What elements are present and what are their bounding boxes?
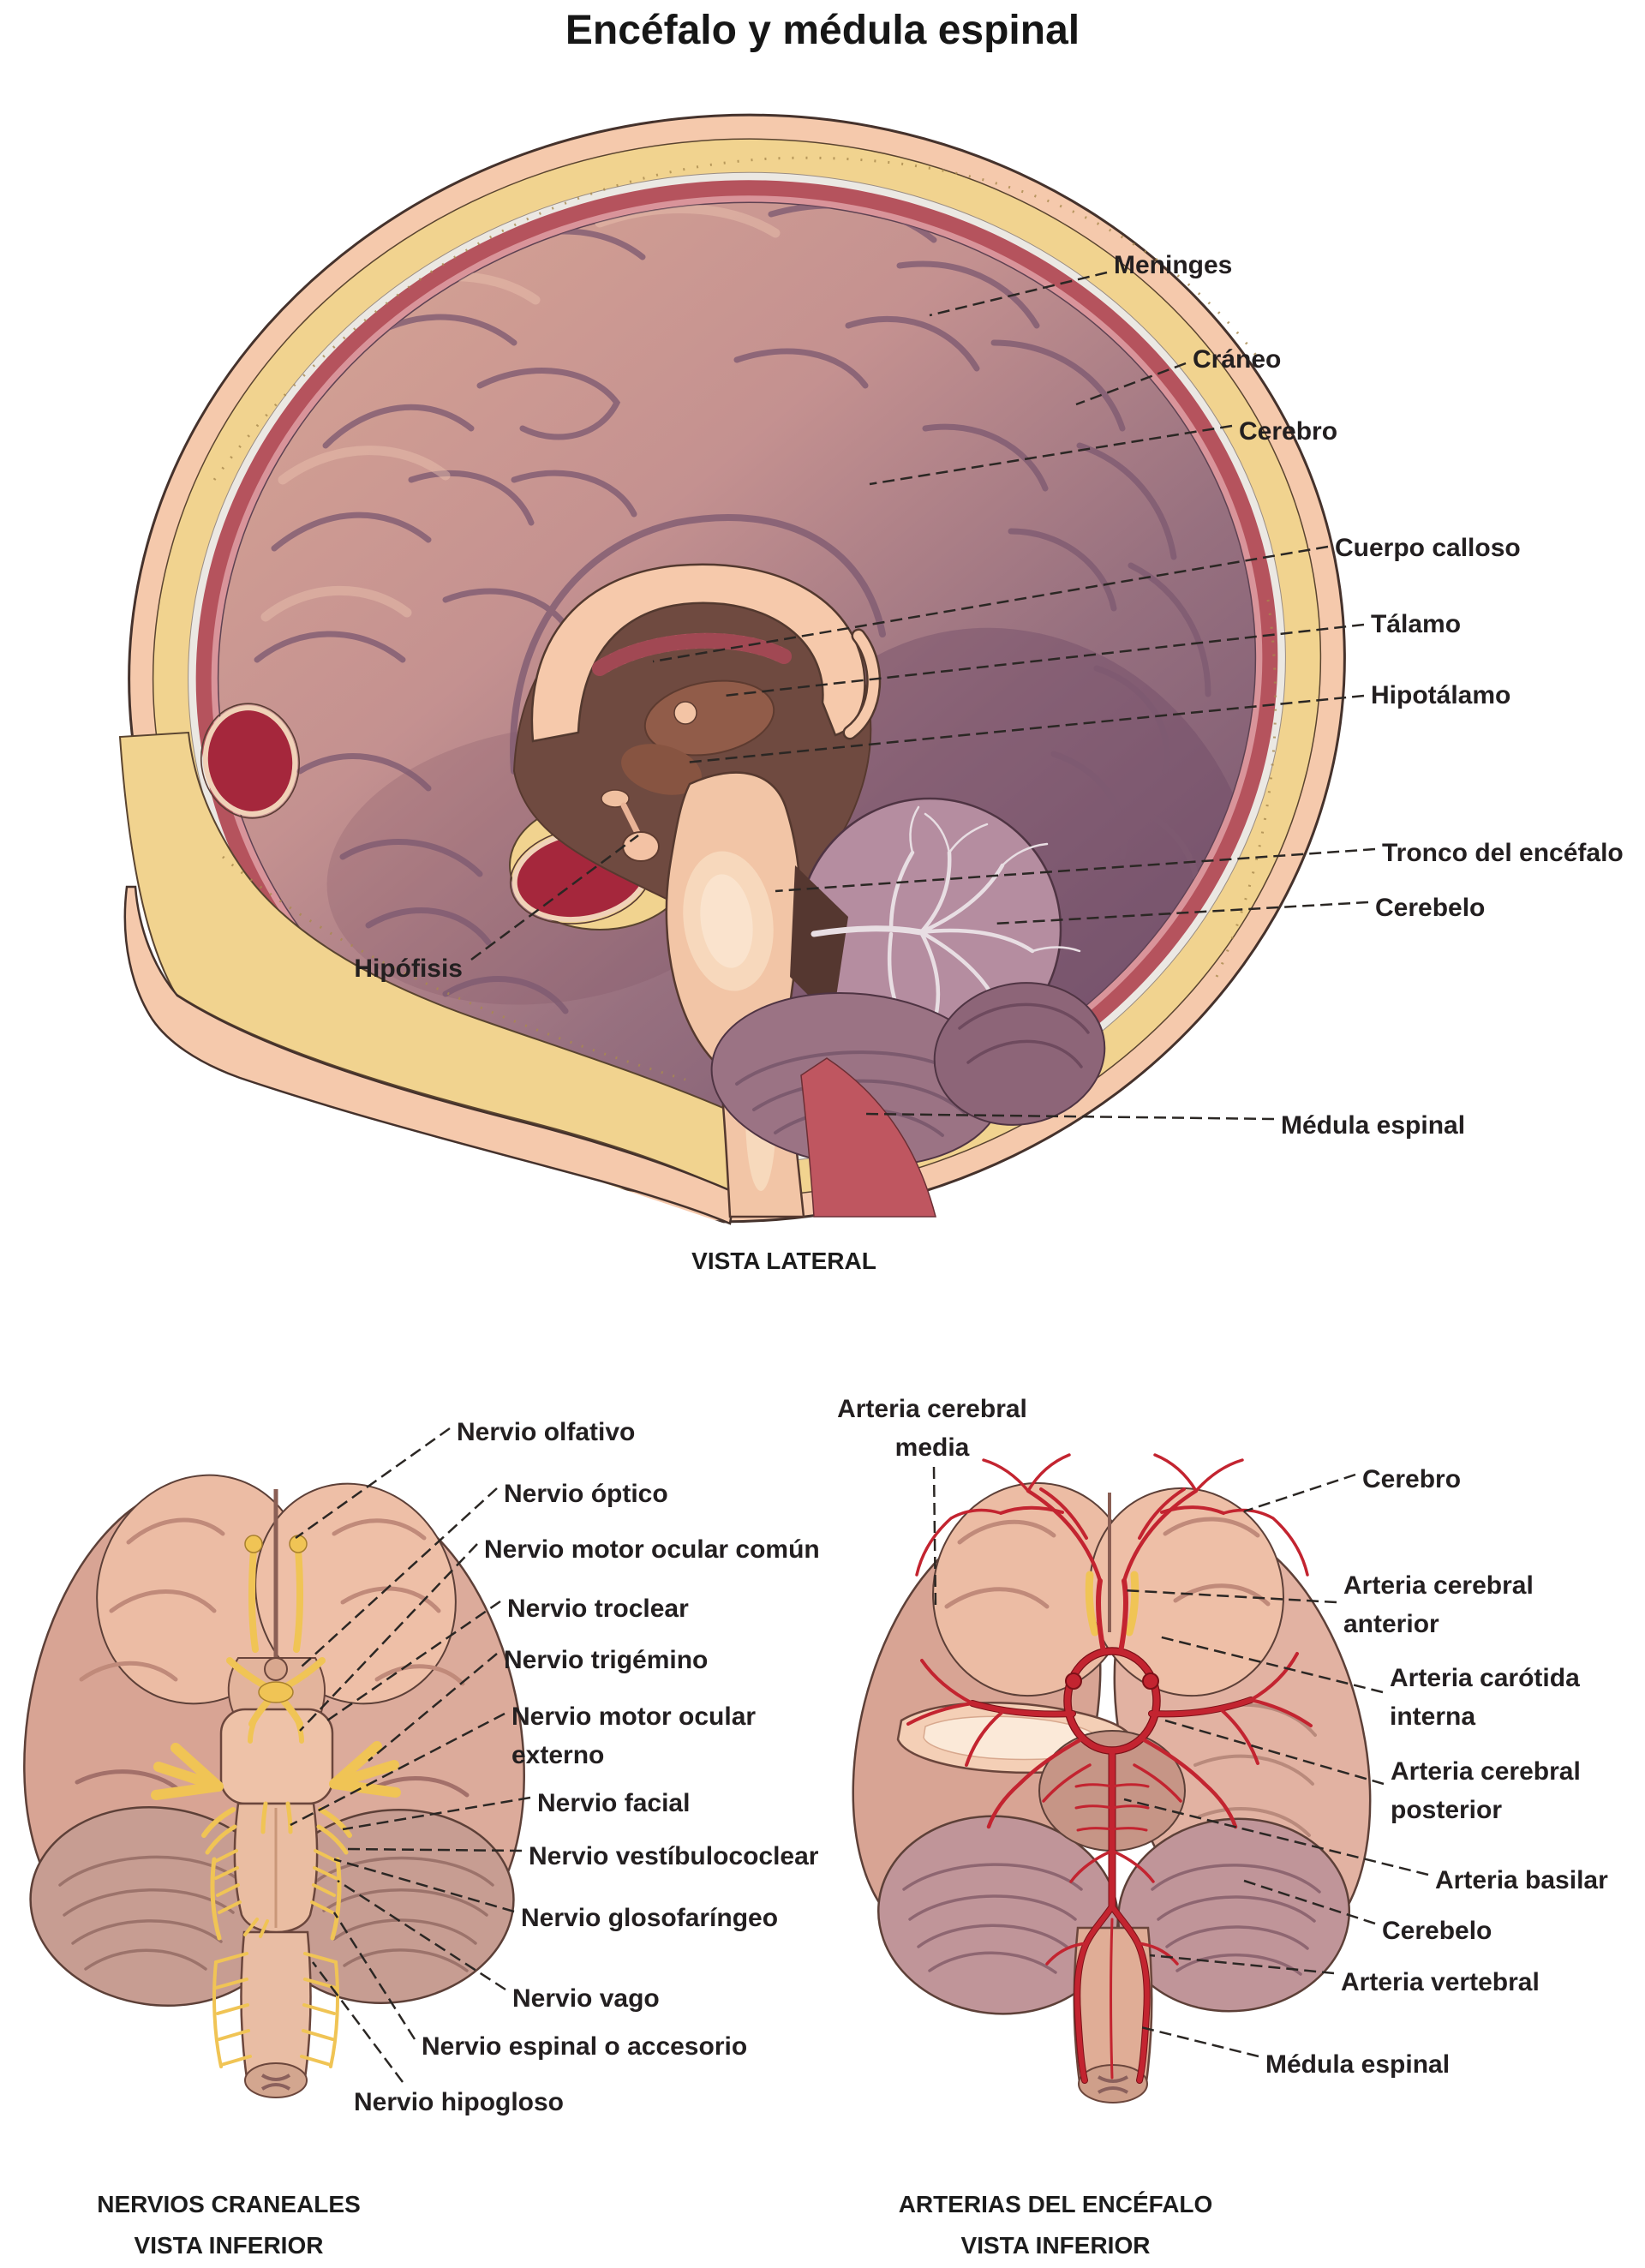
leader-hipogloso [312, 1961, 404, 2083]
leader-vago [337, 1879, 506, 1991]
label-cerebelo-arterias: Cerebelo [1382, 1917, 1492, 1945]
leader-medula [864, 1112, 1275, 1121]
cranial-nerves-figure [23, 1474, 525, 2098]
leader-arteria-media [932, 1466, 937, 1610]
cranial-nerves-yellow [151, 1546, 401, 2068]
leader-craneo [1075, 362, 1187, 406]
carotid-stub-left [1065, 1673, 1082, 1690]
label-medula-arterias: Médula espinal [1265, 2050, 1451, 2079]
leader-hipotalamo [685, 694, 1365, 764]
label-meninges: Meninges [1114, 251, 1233, 279]
leader-cerebelo-2 [1243, 1879, 1376, 1925]
arteries-red [906, 1453, 1313, 2083]
leader-facial [342, 1796, 531, 1831]
label-nervio-olfativo: Nervio olfativo [457, 1418, 636, 1446]
leader-cuerpo-calloso [652, 545, 1329, 663]
leader-lines [290, 271, 1429, 2083]
leader-medula-2 [1140, 2026, 1259, 2058]
label-nervio-glosofaringeo: Nervio glosofaríngeo [521, 1904, 779, 1932]
label-arteria-vertebral: Arteria vertebral [1341, 1968, 1540, 1996]
label-cuerpo-calloso: Cuerpo calloso [1335, 534, 1521, 562]
leader-cerebro [869, 424, 1233, 486]
label-nervio-facial: Nervio facial [537, 1789, 691, 1817]
leader-trigemino [368, 1653, 498, 1762]
label-cerebro-arterias: Cerebro [1362, 1465, 1462, 1493]
leader-espinal [332, 1912, 416, 2040]
arteries-figure [852, 1453, 1372, 2103]
label-nervio-optico: Nervio óptico [504, 1480, 668, 1508]
leader-basilar [1123, 1798, 1429, 1876]
background-mask [0, 679, 725, 1255]
corpus-callosum-shape [530, 563, 866, 743]
label-nervio-vago: Nervio vago [512, 1984, 660, 2013]
thalamus-shape [643, 679, 775, 757]
leader-cerebro-2 [1243, 1473, 1356, 1513]
label-cerebro: Cerebro [1239, 417, 1338, 446]
label-hipofisis: Hipófisis [354, 954, 463, 983]
label-nervio-trigemino: Nervio trigémino [504, 1646, 709, 1674]
label-nervio-vestibulococlear: Nervio vestíbulococlear [529, 1842, 819, 1870]
leader-vestibulococlear [345, 1847, 523, 1852]
leader-tronco [775, 847, 1376, 893]
label-nervio-motor-ocular-externo: Nervio motor ocular externo [511, 1702, 757, 1769]
dural-band [800, 1057, 936, 1218]
leader-vertebral [1149, 1954, 1335, 1975]
leader-hipofisis [470, 834, 639, 961]
hypothalamus-shape [621, 744, 702, 795]
leader-cerebelo [993, 901, 1369, 925]
leader-motor-ocular-externo [290, 1712, 505, 1827]
label-nervio-hipogloso: Nervio hipogloso [354, 2088, 565, 2116]
page-title: Encéfalo y médula espinal [565, 8, 1080, 53]
lateral-figure [0, 113, 1346, 1255]
caption-nervios-craneales: NERVIOS CRANEALES VISTA INFERIOR [97, 2191, 361, 2259]
pons-shape [219, 1708, 334, 1805]
leader-carotida [1157, 1635, 1384, 1694]
leader-optico [301, 1487, 498, 1667]
label-hipotalamo: Hipotálamo [1371, 681, 1511, 709]
label-nervio-troclear: Nervio troclear [507, 1595, 689, 1623]
inner-structures [512, 563, 1106, 1218]
leader-glosofaringeo [333, 1858, 515, 1913]
caption-vista-lateral: VISTA LATERAL [691, 1248, 876, 1274]
label-cerebelo: Cerebelo [1375, 894, 1486, 922]
leader-olfativo [295, 1427, 451, 1540]
label-talamo: Tálamo [1371, 610, 1462, 638]
leader-motor-ocular-comun [299, 1543, 478, 1732]
leader-arteria-posterior [1164, 1719, 1385, 1786]
leader-meninges [929, 271, 1108, 317]
label-arteria-carotida: Arteria carótida interna [1390, 1664, 1580, 1731]
label-medula-espinal: Médula espinal [1281, 1111, 1466, 1140]
optic-nerve-stubs [1085, 1571, 1140, 1637]
label-craneo: Cráneo [1193, 345, 1282, 374]
label-nervio-motor-ocular-comun: Nervio motor ocular común [484, 1535, 820, 1564]
label-arteria-media: Arteria cerebral media [837, 1395, 1027, 1462]
label-nervio-espinal: Nervio espinal o accesorio [422, 2032, 748, 2061]
carotid-stub-right [1142, 1673, 1159, 1690]
label-arteria-posterior: Arteria cerebral posterior [1391, 1757, 1581, 1824]
caption-arterias-encefalo: ARTERIAS DEL ENCÉFALO VISTA INFERIOR [898, 2191, 1213, 2259]
label-arteria-anterior: Arteria cerebral anterior [1343, 1571, 1534, 1638]
label-arteria-basilar: Arteria basilar [1435, 1866, 1608, 1894]
label-tronco: Tronco del encéfalo [1382, 839, 1624, 867]
frontal-sinus-blood [202, 705, 298, 817]
pituitary-shape [622, 831, 660, 862]
